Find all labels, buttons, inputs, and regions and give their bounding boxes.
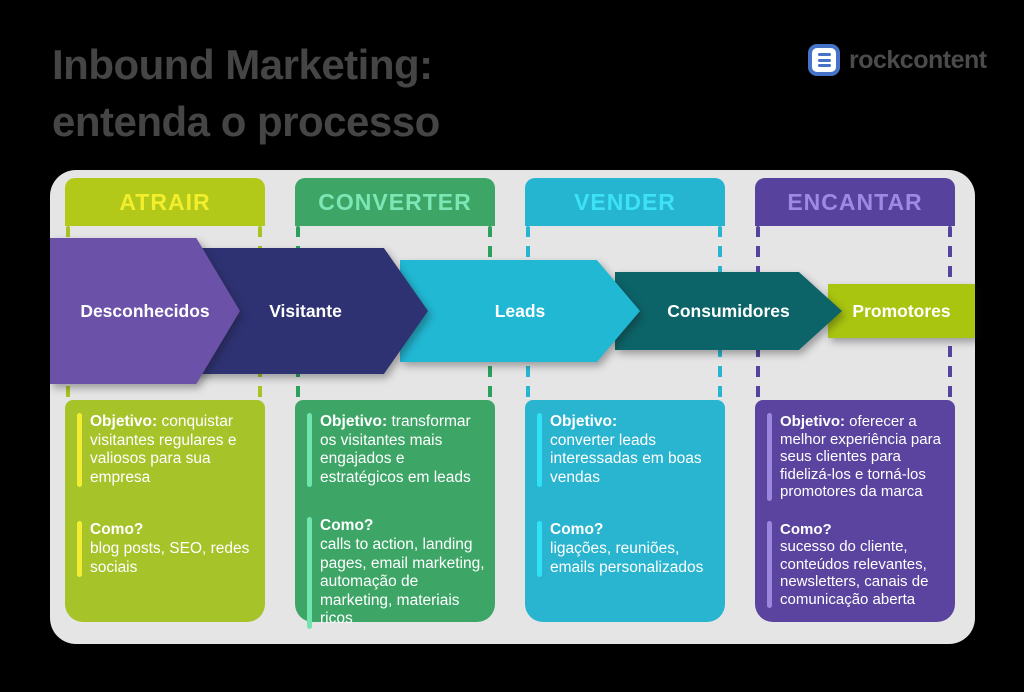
objetivo-text: Objetivo: conquistar visitantes regulare… <box>90 413 257 487</box>
como-text: Como?calls to action, landing pages, ema… <box>320 517 487 629</box>
title-line-1: Inbound Marketing: <box>52 41 433 88</box>
como-label: Como? <box>550 521 604 539</box>
funnel-label: Leads <box>494 300 546 321</box>
objetivo-text: Objetivo: transformar os visitantes mais… <box>320 413 487 487</box>
funnel-label: Visitante <box>269 300 342 321</box>
page-title: Inbound Marketing: entenda o processo <box>52 36 440 150</box>
como-block: Como?calls to action, landing pages, ema… <box>307 517 487 629</box>
como-block: Como?blog posts, SEO, redes sociais <box>77 521 257 578</box>
accent-bar <box>77 413 82 488</box>
objetivo-label: Objetivo: <box>320 413 388 430</box>
objetivo-block: Objetivo: conquistar visitantes regulare… <box>77 413 257 488</box>
funnel-label: Desconhecidos <box>80 300 210 321</box>
icon-bar <box>817 64 831 67</box>
stage-box-converter: Objetivo: transformar os visitantes mais… <box>295 400 495 629</box>
title-line-2: entenda o processo <box>52 98 440 145</box>
funnel-label: Promotores <box>852 300 951 321</box>
accent-bar <box>77 521 82 578</box>
accent-bar <box>767 520 772 609</box>
content-stack-icon <box>808 44 840 76</box>
objetivo-block: Objetivo: oferecer a melhor experiência … <box>767 413 947 501</box>
objetivo-text: Objetivo: oferecer a melhor experiência … <box>780 413 947 501</box>
funnel-arrow-leads: Leads <box>400 260 640 362</box>
rockcontent-logo: rockcontent <box>808 44 987 76</box>
stage-badge-vender: VENDER <box>525 178 725 226</box>
objetivo-body: converter leads interessadas em boas ven… <box>550 431 702 486</box>
como-body: ligações, reuniões, emails personalizado… <box>550 539 704 576</box>
stage-box-atrair: Objetivo: conquistar visitantes regulare… <box>65 400 265 622</box>
objetivo-body: oferecer a melhor experiência para seus … <box>780 413 941 501</box>
funnel-label: Consumidores <box>667 300 790 321</box>
arrow-shape <box>50 238 240 384</box>
objetivo-block: Objetivo:converter leads interessadas em… <box>537 413 717 488</box>
como-block: Como? ligações, reuniões, emails persona… <box>537 521 717 578</box>
icon-bar <box>817 58 831 62</box>
stage-badge-atrair: ATRAIR <box>65 178 265 226</box>
arrow-shape <box>400 260 640 362</box>
process-panel: ATRAIR CONVERTER VENDER ENCANTAR Desconh… <box>50 170 975 644</box>
arrow-shape <box>615 272 842 350</box>
como-body: blog posts, SEO, redes sociais <box>90 539 250 576</box>
stage-box-encantar: Objetivo: oferecer a melhor experiência … <box>755 400 955 622</box>
objetivo-text: Objetivo:converter leads interessadas em… <box>550 413 717 487</box>
objetivo-body: conquistar visitantes regulares e valios… <box>90 413 237 486</box>
objetivo-body: transformar os visitantes mais engajados… <box>320 413 471 486</box>
como-label: Como? <box>320 517 374 535</box>
como-label: Como? <box>90 521 144 539</box>
accent-bar <box>307 413 312 488</box>
funnel-arrow-consumidores: Consumidores <box>615 272 842 350</box>
como-text: Como? ligações, reuniões, emails persona… <box>550 521 717 577</box>
funnel-arrow-promotores: Promotores <box>828 284 975 338</box>
brand-name: rockcontent <box>849 45 987 74</box>
objetivo-block: Objetivo: transformar os visitantes mais… <box>307 413 487 488</box>
objetivo-label: Objetivo: <box>780 413 846 430</box>
stage-badge-converter: CONVERTER <box>295 178 495 226</box>
accent-bar <box>307 517 312 629</box>
objetivo-label: Objetivo: <box>90 413 158 430</box>
stage-badge-encantar: ENCANTAR <box>755 178 955 226</box>
accent-bar <box>767 413 772 501</box>
funnel-arrow-desconhecidos: Desconhecidos <box>50 238 240 384</box>
como-body: sucesso do cliente, conteúdos relevantes… <box>780 538 929 608</box>
objetivo-label: Objetivo: <box>550 413 618 430</box>
como-text: Como?sucesso do cliente, conteúdos relev… <box>780 521 947 609</box>
como-label: Como? <box>780 520 832 538</box>
como-text: Como?blog posts, SEO, redes sociais <box>90 521 257 577</box>
stage-box-vender: Objetivo:converter leads interessadas em… <box>525 400 725 622</box>
como-body: calls to action, landing pages, email ma… <box>320 535 485 628</box>
como-block: Como?sucesso do cliente, conteúdos relev… <box>767 520 947 609</box>
accent-bar <box>537 413 542 488</box>
accent-bar <box>537 521 542 578</box>
arrow-shape <box>828 284 975 338</box>
icon-bar <box>817 53 831 56</box>
